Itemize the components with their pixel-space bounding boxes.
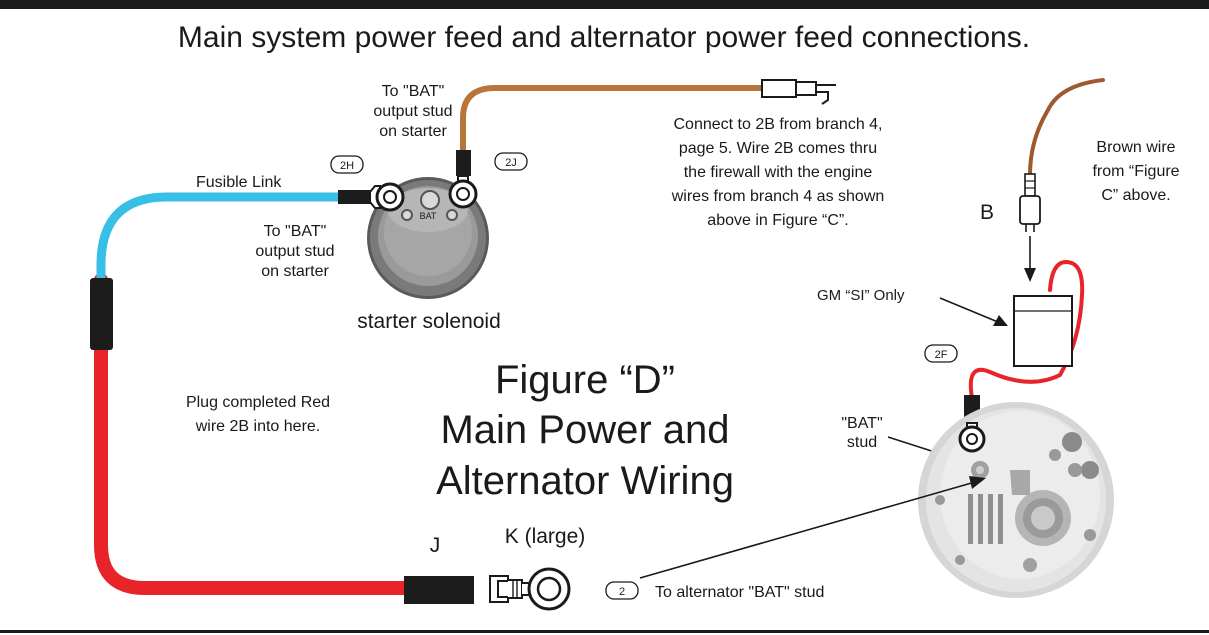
plug-note: Plug completed Red wire 2B into here. <box>186 394 330 435</box>
svg-text:Brown wire: Brown wire <box>1096 139 1175 156</box>
svg-text:To "BAT": To "BAT" <box>264 223 327 240</box>
j-label: J <box>430 534 441 557</box>
fusible-link-sleeve <box>338 190 372 204</box>
svg-text:from “Figure: from “Figure <box>1092 163 1179 180</box>
svg-text:on starter: on starter <box>379 123 447 140</box>
connect-note: Connect to 2B from branch 4, page 5. Wir… <box>671 116 885 229</box>
arrow-gm-si <box>939 297 1008 326</box>
ring-terminal-k <box>489 567 571 611</box>
wire-2j-sleeve <box>456 150 471 176</box>
tag-2f: 2F <box>924 344 958 363</box>
to-alternator-label: To alternator "BAT" stud <box>655 584 824 601</box>
svg-text:output stud: output stud <box>255 243 334 260</box>
svg-text:Connect to 2B from branch 4,: Connect to 2B from branch 4, <box>674 116 883 133</box>
bottom-border-bar <box>0 630 1209 633</box>
svg-text:output stud: output stud <box>373 103 452 120</box>
connector-b <box>1019 173 1041 232</box>
alternator <box>918 402 1114 598</box>
svg-text:on starter: on starter <box>261 263 329 280</box>
svg-text:the firewall with the engine: the firewall with the engine <box>684 164 873 181</box>
fusible-link-label: Fusible Link <box>196 174 282 191</box>
brown-wire <box>1028 78 1105 177</box>
bat-stud-label: "BAT" stud <box>841 415 882 451</box>
svg-text:2J: 2J <box>505 157 517 169</box>
svg-text:To "BAT": To "BAT" <box>382 83 445 100</box>
b-label: B <box>980 201 994 224</box>
ring-terminal-2f <box>958 422 986 453</box>
page-title: Main system power feed and alternator po… <box>178 21 1030 54</box>
svg-text:wire 2B into here.: wire 2B into here. <box>195 418 321 435</box>
arrow-to-alternator <box>639 476 986 579</box>
svg-text:Alternator Wiring: Alternator Wiring <box>436 459 734 503</box>
k-label: K (large) <box>505 525 586 548</box>
svg-text:2H: 2H <box>340 160 354 172</box>
ring-terminal-2j <box>448 175 478 209</box>
svg-text:Figure “D”: Figure “D” <box>495 358 675 402</box>
svg-text:above in Figure “C”.: above in Figure “C”. <box>707 212 848 229</box>
svg-text:wires from branch 4 as shown: wires from branch 4 as shown <box>671 188 885 205</box>
arrow-b-to-module <box>1024 236 1036 282</box>
svg-text:C” above.: C” above. <box>1101 187 1170 204</box>
connector-2b <box>761 79 836 105</box>
svg-text:2: 2 <box>619 586 625 598</box>
svg-text:Main Power and: Main Power and <box>440 408 729 452</box>
tag-2: 2 <box>605 581 639 600</box>
starter-solenoid-label: starter solenoid <box>357 310 501 333</box>
wire-2j <box>460 85 765 155</box>
gm-si-label: GM “SI” Only <box>817 287 905 304</box>
red-main-wire <box>94 273 412 595</box>
heat-shrink-sleeve <box>90 278 113 350</box>
svg-text:page 5. Wire 2B comes thru: page 5. Wire 2B comes thru <box>679 140 877 157</box>
brown-wire-label: Brown wire from “Figure C” above. <box>1092 139 1179 204</box>
ring-terminal-2h <box>369 182 405 212</box>
red-wire-2f <box>968 259 1085 400</box>
svg-text:stud: stud <box>847 434 877 451</box>
figure-caption: Figure “D” Main Power and Alternator Wir… <box>436 358 734 503</box>
solenoid-bat-label: BAT <box>420 211 437 221</box>
svg-text:Plug completed Red: Plug completed Red <box>186 394 330 411</box>
to-bat-top-label: To "BAT" output stud on starter <box>373 83 452 140</box>
svg-text:2F: 2F <box>935 349 948 361</box>
top-border-bar <box>0 0 1209 9</box>
to-bat-side-label: To "BAT" output stud on starter <box>255 223 334 280</box>
gm-si-module <box>1013 295 1073 367</box>
svg-text:"BAT": "BAT" <box>841 415 882 432</box>
fusible-link-wire <box>96 192 347 285</box>
tag-2h: 2H <box>330 155 364 174</box>
tag-2j: 2J <box>494 152 528 171</box>
connector-j-housing <box>404 576 474 604</box>
